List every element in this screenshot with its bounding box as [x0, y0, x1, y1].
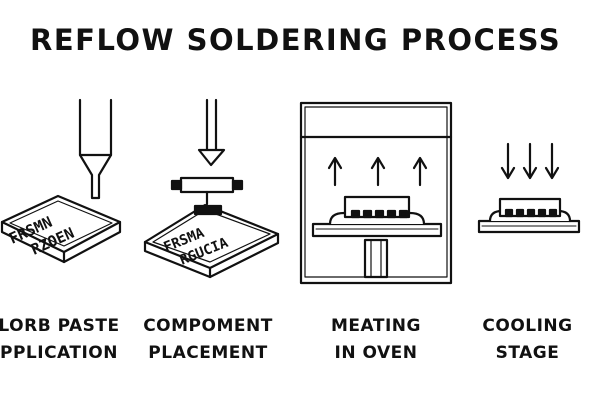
circuit-board-icon — [311, 195, 443, 238]
diagram-title: REFLOW SOLDERING PROCESS — [30, 23, 562, 57]
stage-3-art — [299, 101, 453, 285]
stage-4-label-line-2: STAGE — [495, 343, 560, 363]
stage-4-label-line-1: COOLING — [482, 316, 573, 336]
circuit-board-icon — [477, 197, 581, 234]
oven-icon — [299, 101, 453, 285]
heat-arrow-icon — [327, 156, 428, 187]
stage-1-label-line-2: PPLICATION — [0, 343, 118, 363]
stage-2-art: FRSMA RGUCIA — [143, 98, 280, 279]
stage-1-art: FRSMN RZOEN — [0, 98, 122, 264]
paste-nozzle-icon — [78, 98, 113, 200]
cooling-arrow-icon — [500, 142, 560, 180]
stage-2-label: COMPOMENT PLACEMENT — [133, 313, 283, 367]
stage-4-art — [477, 142, 581, 234]
stage-2-label-line-1: COMPOMENT — [143, 316, 273, 336]
component-icon — [170, 176, 244, 206]
circuit-board-icon — [143, 203, 280, 279]
stage-2-label-line-2: PLACEMENT — [148, 343, 268, 363]
stage-3-label-line-1: MEATING — [331, 316, 421, 336]
stage-4-label: COOLING STAGE — [455, 313, 600, 367]
down-arrow-icon — [197, 98, 226, 167]
stage-3-label: MEATING IN OVEN — [301, 313, 451, 367]
circuit-board-icon — [0, 194, 122, 264]
stage-3-label-line-2: IN OVEN — [334, 343, 418, 363]
stage-1-label: LORB PASTE PPLICATION — [0, 313, 134, 367]
stage-1-label-line-1: LORB PASTE — [0, 316, 120, 336]
